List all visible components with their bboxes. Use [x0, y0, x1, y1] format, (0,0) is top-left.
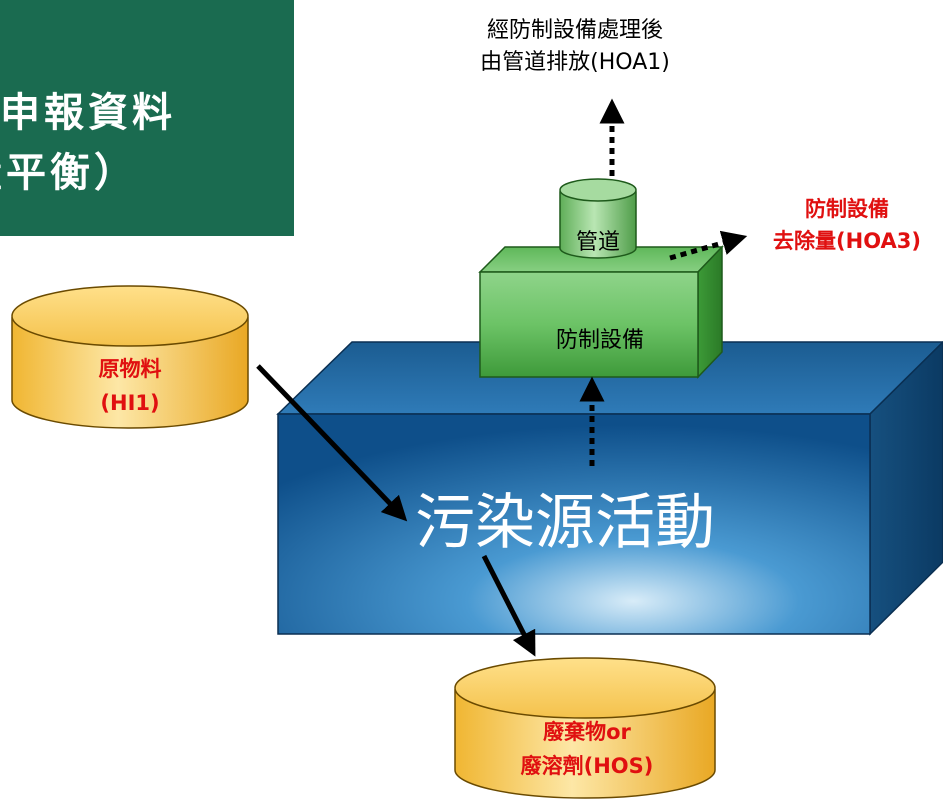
removal-label-line-2: 去除量(HOA3): [773, 229, 921, 253]
source-activity-block: [276, 340, 943, 636]
removal-arrow: [669, 230, 748, 261]
waste-arrow: [481, 554, 536, 657]
removal-label-line-1: 防制設備: [805, 197, 889, 221]
waste-label: 廢棄物or 廢溶劑(HOS): [462, 715, 712, 783]
waste-cylinder: [454, 657, 716, 799]
title-panel: 申報資料 量平衡）: [0, 0, 294, 236]
stack-label: 管道: [575, 230, 620, 255]
waste-label-line-1: 廢棄物or: [543, 720, 631, 744]
title-line-1: 申報資料: [0, 90, 176, 136]
exhaust-label: 經防制設備處理後 由管道排放(HOA1): [440, 15, 710, 79]
raw-material-cylinder: [11, 285, 249, 429]
waste-label-line-2: 廢溶劑(HOS): [520, 754, 654, 778]
raw-material-label-line-1: 原物料: [98, 357, 162, 381]
exhaust-label-line-1: 經防制設備處理後: [486, 18, 663, 43]
raw-material-arrow: [256, 364, 408, 522]
source-activity-label: 污染源活動: [415, 488, 715, 558]
control-device-label: 防制設備: [555, 328, 644, 353]
raw-material-label: 原物料 (HI1): [10, 352, 250, 420]
removal-label: 防制設備 去除量(HOA3): [752, 193, 942, 257]
control-device-box: [478, 245, 724, 379]
title-line-2: 量平衡）: [0, 150, 138, 196]
raw-material-label-line-2: (HI1): [100, 391, 160, 415]
stack-cylinder: [559, 178, 637, 259]
exhaust-label-line-2: 由管道排放(HOA1): [480, 50, 670, 75]
